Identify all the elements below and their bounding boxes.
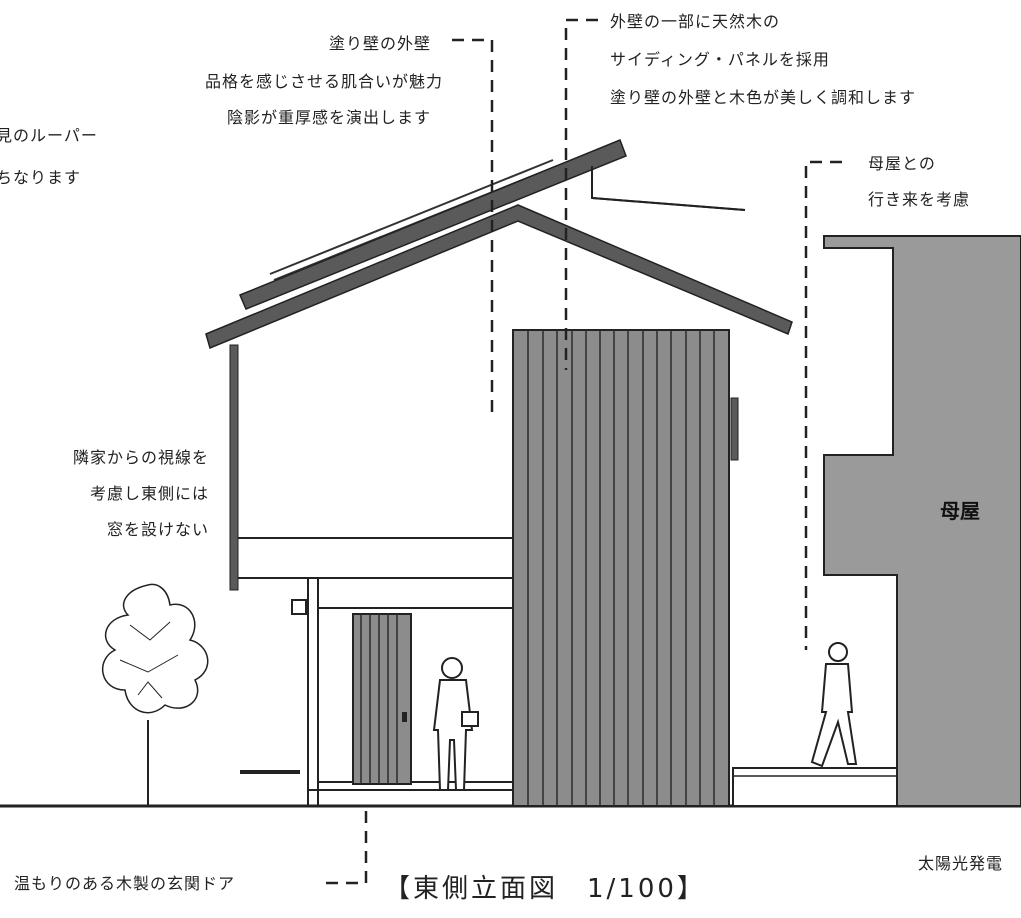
tree-illustration — [101, 583, 209, 806]
upper-roof — [239, 139, 627, 310]
plaster-wall-line-3: 陰影が重厚感を演出します — [226, 108, 431, 127]
wood-siding-line-3: 塗り壁の外壁と木色が美しく調和します — [610, 88, 917, 107]
louver-line-1: 見のルーパー — [0, 126, 98, 145]
no-windows-line-1: 隣家からの視線を — [72, 448, 209, 467]
front-door-note: 温もりのある木製の玄関ドア — [14, 874, 236, 893]
drawing-title: 【東側立面図 1/100】 — [384, 874, 706, 904]
wall-fixture — [291, 599, 307, 615]
person-at-door — [432, 657, 479, 791]
person-walking — [810, 642, 858, 768]
front-door — [352, 613, 412, 785]
right-louver — [730, 397, 739, 461]
wood-siding-line-1: 外壁の一部に天然木の — [610, 12, 781, 31]
connecting-step — [732, 767, 898, 807]
louver-line-2: ちなります — [0, 168, 82, 187]
wood-siding-line-2: サイディング・パネルを採用 — [610, 50, 830, 69]
leader-lines — [326, 18, 842, 885]
no-windows-line-2: 考慮し東側には — [89, 484, 209, 503]
gable-roof — [205, 204, 793, 350]
plaster-wall-line-2: 品格を感じさせる肌合いが魅力 — [204, 72, 443, 91]
plaster-wall-line-1: 塗り壁の外壁 — [328, 34, 431, 53]
main-house-silhouette — [823, 235, 1021, 807]
main-house-access-line-2: 行き来を考慮 — [868, 190, 971, 209]
entrance-porch — [307, 578, 514, 807]
wood-siding-panel — [512, 329, 730, 807]
main-house-label: 母屋 — [940, 499, 980, 523]
no-windows-line-3: 窓を設けない — [106, 520, 209, 539]
solar-note: 太陽光発電 — [918, 854, 1004, 873]
main-house-access-line-1: 母屋との — [868, 154, 936, 173]
side-louver — [229, 344, 239, 591]
